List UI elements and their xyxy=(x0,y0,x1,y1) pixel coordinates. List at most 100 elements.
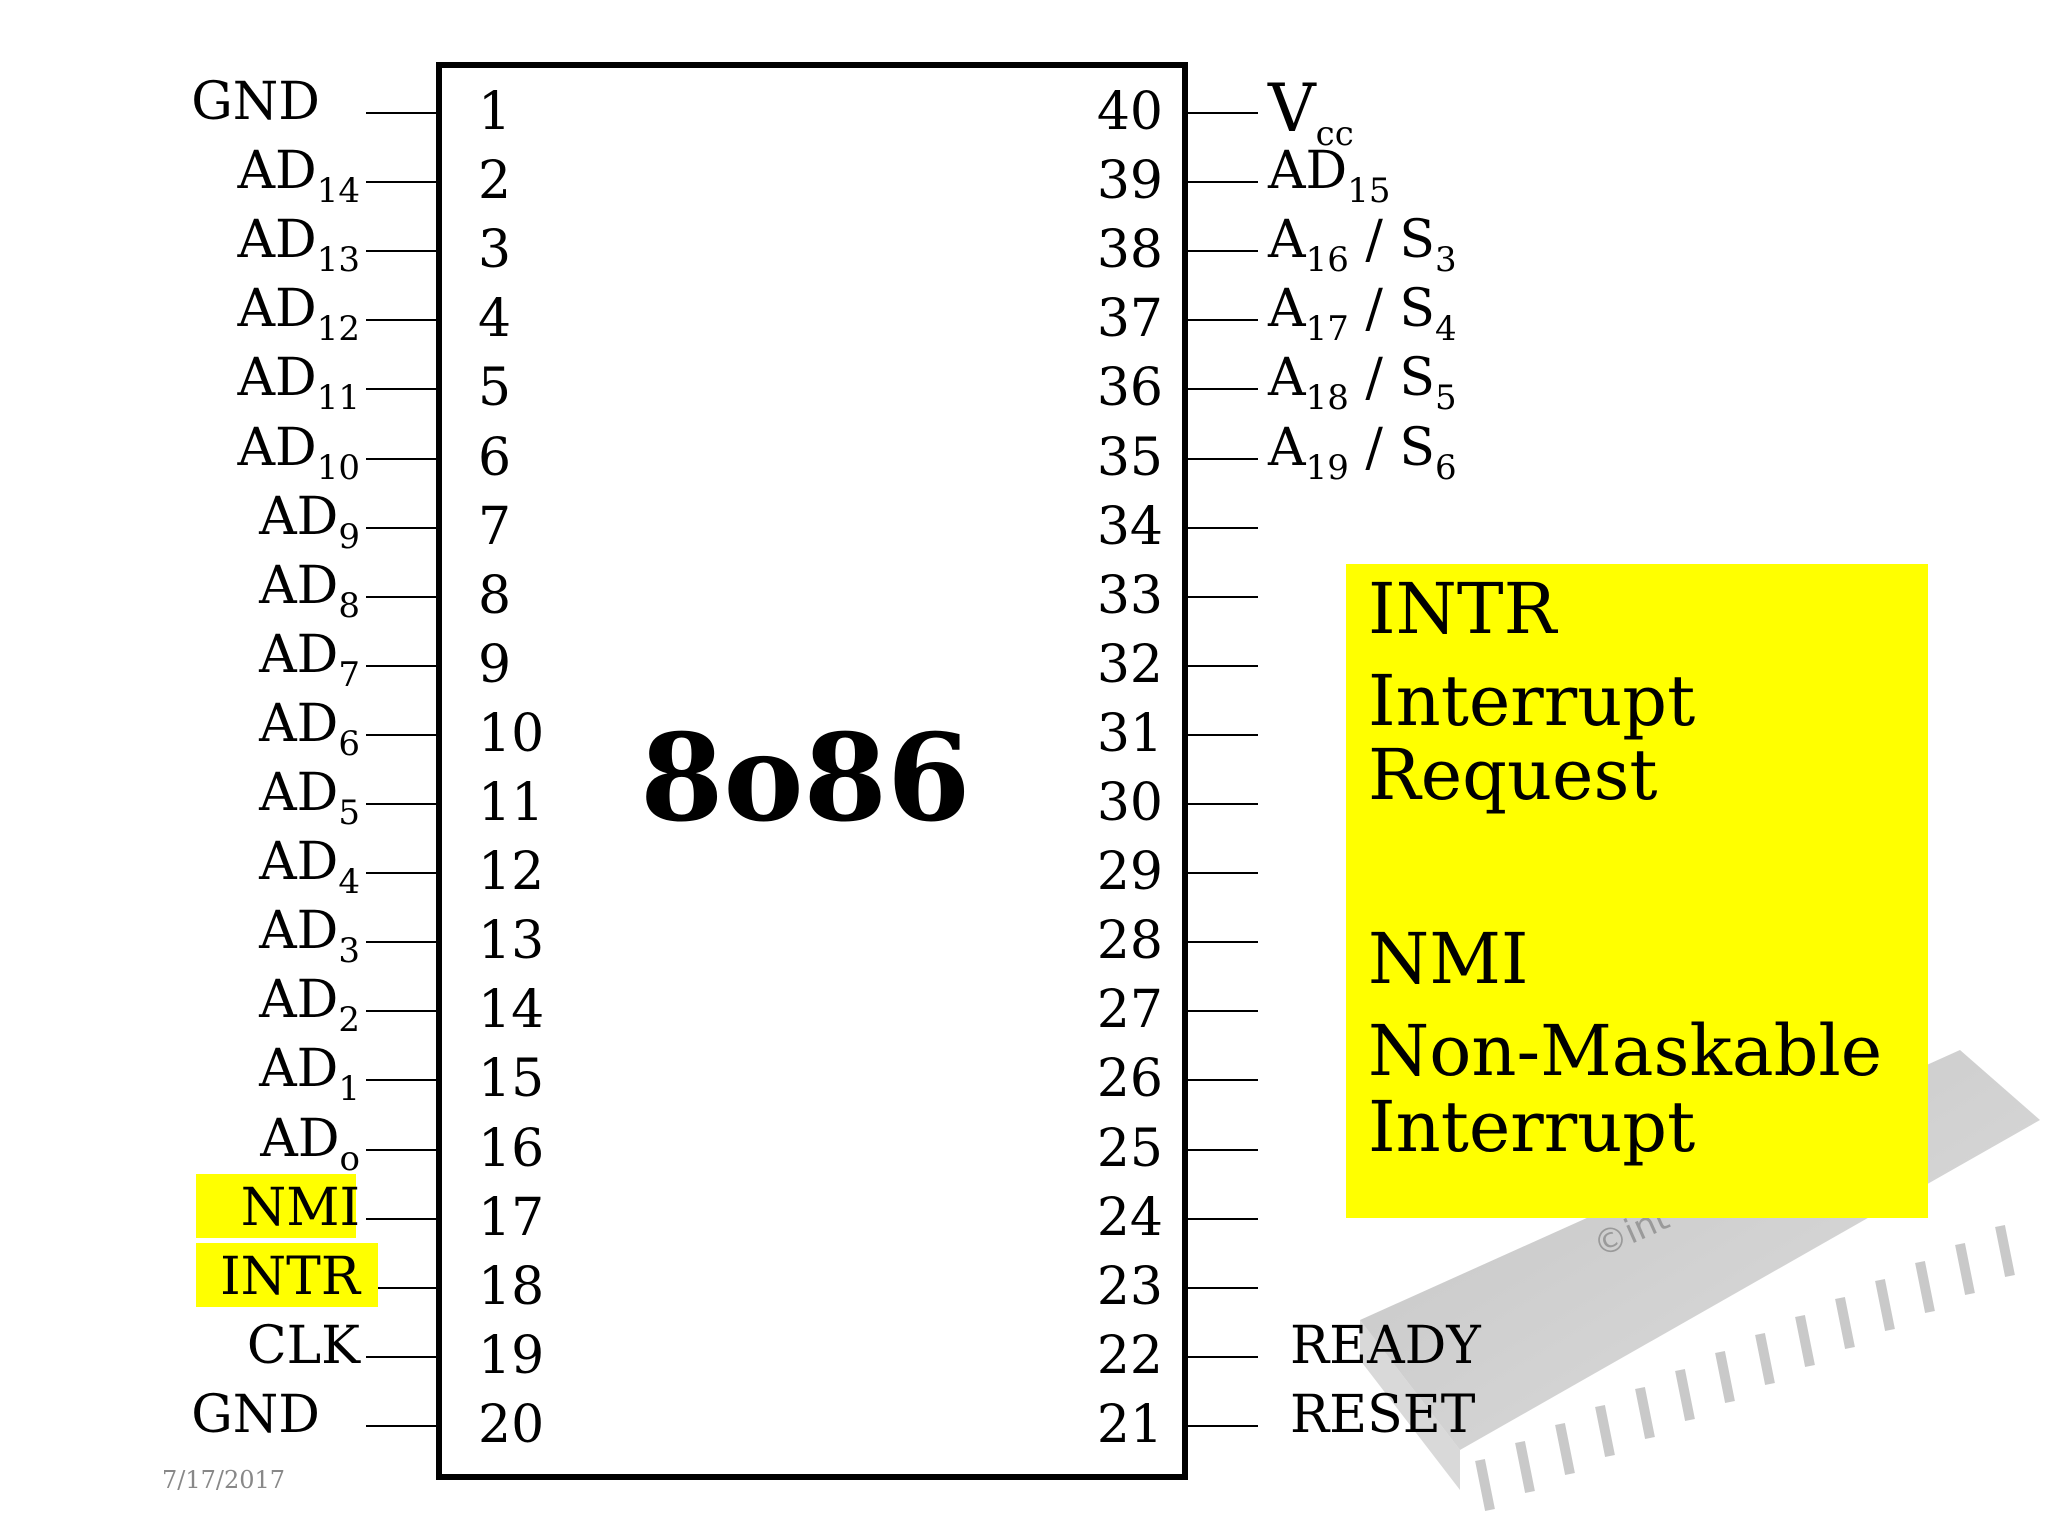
pin-label-text: A xyxy=(1268,210,1306,271)
pin-label: AD8 xyxy=(259,560,360,623)
pin-label-subscript: cc xyxy=(1315,114,1354,154)
pin-lead-line xyxy=(1188,595,1258,598)
pin-lead-line xyxy=(366,250,436,253)
pin-label: CLK xyxy=(247,1320,360,1372)
pin-label-subscript: 12 xyxy=(316,309,360,350)
chip-title: 8o86 xyxy=(640,708,971,849)
pin-label-subscript-2: 3 xyxy=(1435,240,1457,281)
pin-label: AD9 xyxy=(259,491,360,554)
pin-label-subscript-2: 4 xyxy=(1435,309,1457,350)
pin-label-text: A xyxy=(1268,348,1306,409)
pin-label-text: V xyxy=(1268,70,1316,147)
pin-label-text: AD xyxy=(259,832,339,893)
pin-label: INTR xyxy=(220,1251,360,1303)
pin-number: 23 xyxy=(1096,1256,1163,1317)
info-intr-title: INTR xyxy=(1368,568,1557,650)
pin-label-subscript: 17 xyxy=(1305,309,1349,350)
pin-label-text-2: / S xyxy=(1348,417,1436,478)
pin-label: READY xyxy=(1290,1320,1481,1372)
pin-label: GND xyxy=(191,1389,320,1441)
pin-lead-line xyxy=(366,803,436,805)
pin-label: AD2 xyxy=(259,974,360,1037)
pin-label-subscript: o xyxy=(339,1138,360,1179)
pin-label: A19 / S6 xyxy=(1268,422,1457,485)
pin-label: AD4 xyxy=(259,836,360,899)
pin-number: 21 xyxy=(1096,1394,1163,1455)
pin-lead-line xyxy=(1188,388,1258,391)
pin-label: AD3 xyxy=(259,905,360,968)
pin-lead-line xyxy=(1188,1217,1258,1220)
pin-label-text: AD xyxy=(259,1039,339,1100)
pin-number: 37 xyxy=(1096,289,1163,350)
pin-number: 38 xyxy=(1096,220,1163,281)
pin-number: 4 xyxy=(478,289,512,350)
pin-label-highlight xyxy=(196,1173,356,1238)
pin-lead-line xyxy=(366,319,436,322)
pin-lead-line xyxy=(1188,526,1258,529)
pin-number: 32 xyxy=(1096,634,1163,695)
pin-number: 13 xyxy=(478,911,545,972)
pin-label-text: CLK xyxy=(246,1315,360,1376)
pin-lead-line xyxy=(1188,872,1258,875)
pin-lead-line xyxy=(366,388,436,391)
pin-lead-line xyxy=(366,1079,436,1082)
info-nmi-line1: Non-Maskable xyxy=(1368,1010,1883,1092)
pin-label: A17 / S4 xyxy=(1268,283,1457,346)
pin-label: ADo xyxy=(260,1113,360,1176)
pin-lead-line xyxy=(1188,733,1258,736)
pin-label-highlight xyxy=(196,1242,378,1307)
pin-lead-line xyxy=(1188,1424,1258,1427)
pin-number: 31 xyxy=(1096,703,1163,764)
pin-label-text: AD xyxy=(237,210,317,271)
pin-label: AD6 xyxy=(259,698,360,761)
pin-label-subscript: 2 xyxy=(338,1000,360,1041)
info-intr-line2: Request xyxy=(1368,734,1658,816)
pin-label: AD10 xyxy=(237,422,360,485)
pin-number: 28 xyxy=(1096,911,1163,972)
pin-label-text: AD xyxy=(259,555,339,616)
pin-label: NMI xyxy=(241,1182,360,1234)
pin-lead-line xyxy=(1188,941,1258,944)
pin-label: AD5 xyxy=(259,767,360,830)
chip-outline xyxy=(436,62,1188,1480)
pin-label-subscript: 5 xyxy=(338,793,360,833)
pin-number: 25 xyxy=(1096,1118,1163,1179)
pin-label-subscript-2: 6 xyxy=(1435,447,1457,488)
slide-date: 7/17/2017 xyxy=(162,1466,286,1494)
pin-number: 36 xyxy=(1096,358,1163,419)
pin-lead-line xyxy=(1188,250,1258,253)
pin-number: 5 xyxy=(478,358,512,419)
pin-label-text: GND xyxy=(191,72,320,132)
pin-lead-line xyxy=(1188,1079,1258,1082)
pin-number: 24 xyxy=(1096,1187,1163,1248)
pin-lead-line xyxy=(1188,664,1258,667)
pin-lead-line xyxy=(1188,803,1258,805)
pin-number: 40 xyxy=(1096,82,1163,142)
pin-label: AD11 xyxy=(237,352,360,415)
pin-number: 6 xyxy=(478,427,512,488)
pin-label: A16 / S3 xyxy=(1268,214,1457,277)
pin-label-subscript: 4 xyxy=(338,862,360,903)
pin-lead-line xyxy=(366,1148,436,1151)
pin-number: 10 xyxy=(478,703,545,764)
pin-label-text-2: / S xyxy=(1348,279,1436,340)
pin-lead-line xyxy=(366,1286,436,1289)
info-intr-line1: Interrupt xyxy=(1368,660,1696,742)
pin-lead-line xyxy=(366,1355,436,1358)
pin-label-text: NMI xyxy=(240,1177,360,1238)
pin-lead-line xyxy=(366,526,436,529)
pin-number: 35 xyxy=(1096,427,1163,488)
pin-label-text: AD xyxy=(237,279,317,340)
pin-label: AD12 xyxy=(237,283,360,346)
pin-number: 8 xyxy=(478,565,512,626)
pin-label-text: AD xyxy=(237,348,317,409)
pin-label-subscript: 16 xyxy=(1305,240,1349,281)
pin-lead-line xyxy=(1188,457,1258,460)
pin-label-text: AD xyxy=(260,1108,340,1169)
info-nmi-title: NMI xyxy=(1368,918,1529,1000)
pin-label-subscript: 9 xyxy=(338,516,360,557)
pin-number: 9 xyxy=(478,634,512,695)
pin-number: 22 xyxy=(1096,1325,1163,1386)
pin-number: 29 xyxy=(1096,842,1163,903)
